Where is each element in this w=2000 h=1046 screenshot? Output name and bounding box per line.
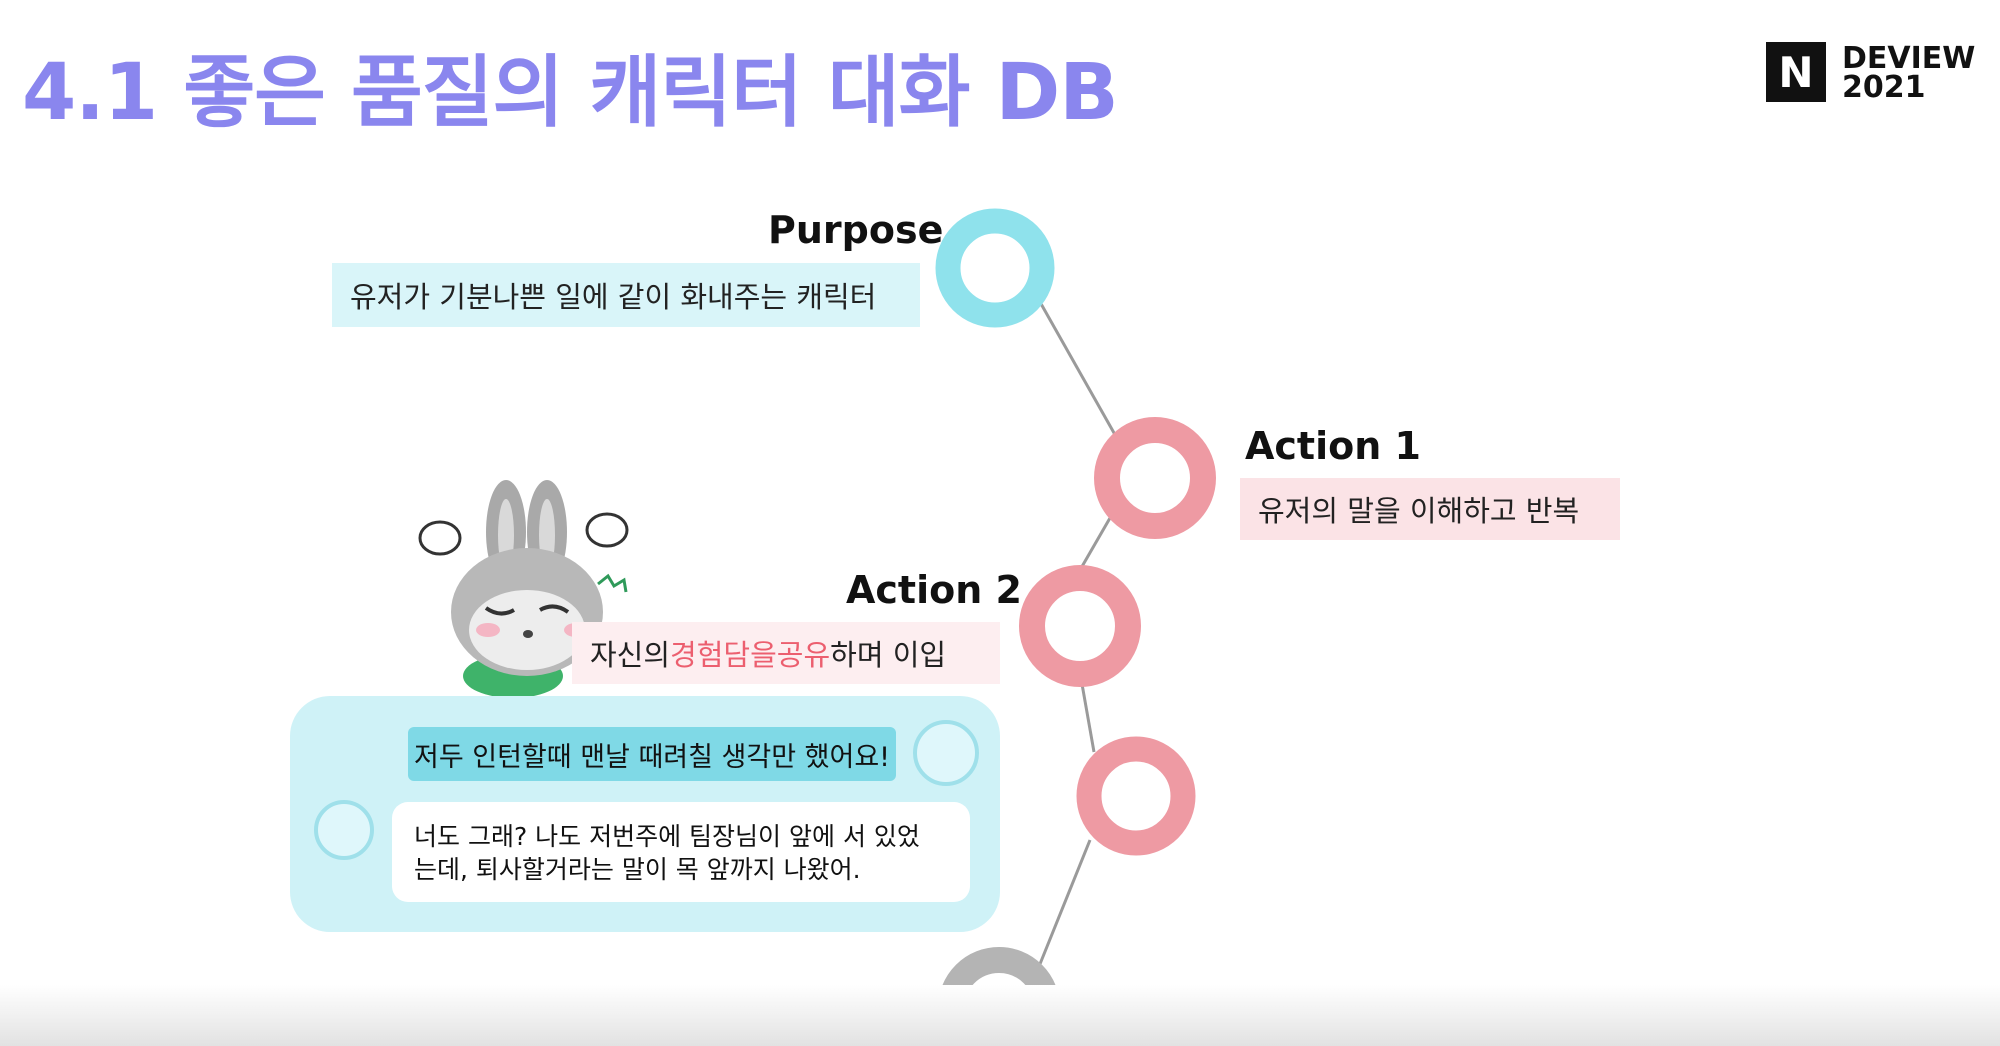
bot-message-line2: 는데, 퇴사할거라는 말이 목 앞까지 나왔어. bbox=[414, 853, 950, 886]
action3-node bbox=[1089, 749, 1183, 843]
purpose-description: 유저가 기분나쁜 일에 같이 화내주는 캐릭터 bbox=[332, 263, 920, 327]
bot-avatar bbox=[913, 720, 979, 786]
purpose-node bbox=[948, 221, 1042, 315]
action2-heading: Action 2 bbox=[846, 568, 1022, 612]
connector-4 bbox=[1040, 840, 1090, 964]
bottom-fade bbox=[0, 985, 2000, 1046]
bot-message-line1: 너도 그래? 나도 저번주에 팀장님이 앞에 서 있었 bbox=[414, 820, 950, 853]
action1-description: 유저의 말을 이해하고 반복 bbox=[1240, 478, 1620, 540]
bot-message-bubble: 너도 그래? 나도 저번주에 팀장님이 앞에 서 있었 는데, 퇴사할거라는 말… bbox=[392, 802, 970, 902]
user-avatar bbox=[314, 800, 374, 860]
connector-1 bbox=[1040, 302, 1118, 440]
purpose-heading: Purpose bbox=[768, 208, 943, 252]
angry-mark-icon bbox=[598, 576, 626, 592]
action2-desc-highlight-share: 공유 bbox=[777, 632, 830, 674]
connector-2 bbox=[1080, 518, 1110, 570]
connector-3 bbox=[1082, 684, 1094, 752]
action1-heading: Action 1 bbox=[1245, 424, 1421, 468]
action2-node bbox=[1032, 578, 1128, 674]
user-message-bubble: 저두 인턴할때 맨날 때려칠 생각만 했어요! bbox=[408, 727, 896, 781]
action2-desc-post: 하며 이입 bbox=[830, 632, 946, 674]
action2-desc-pre: 자신의 bbox=[590, 632, 670, 674]
action2-desc-highlight-experience: 경험담 bbox=[670, 632, 750, 674]
action2-desc-particle: 을 bbox=[750, 632, 777, 674]
action1-node bbox=[1107, 430, 1203, 526]
